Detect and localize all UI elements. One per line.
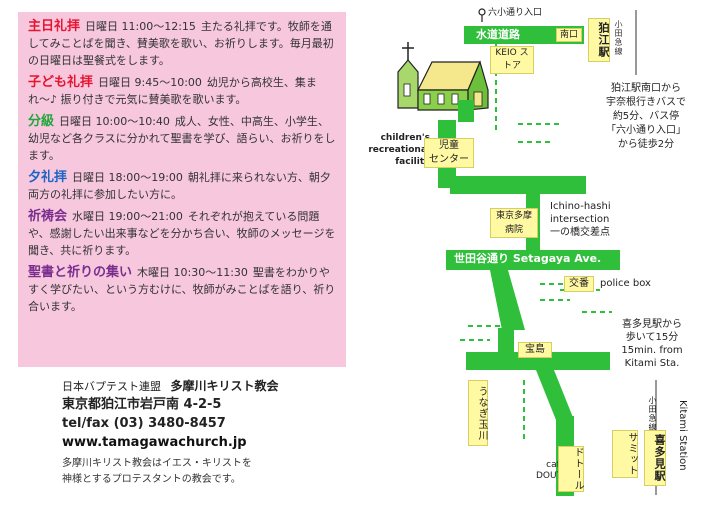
kitami-station-jp: 喜多見駅	[644, 430, 666, 486]
road-setagaya	[446, 250, 620, 270]
bus-note-4: 「六小通り入口」	[606, 125, 686, 136]
walk-note-3: 15min. from	[621, 345, 683, 356]
road-suido	[464, 26, 584, 44]
address: 東京都狛江市岩戸南 4-2-5	[62, 397, 222, 412]
service-time: 日曜日 11:00〜12:15	[85, 20, 196, 33]
org-line: 日本バプテスト連盟 多摩川キリスト教会	[62, 378, 352, 395]
bus-note-1: 狛江駅南口から	[611, 83, 681, 94]
service-time: 日曜日 10:00〜10:40	[59, 115, 170, 128]
setagaya-label: 世田谷通り Setagaya Ave.	[454, 252, 602, 265]
bus-note-2: 宇奈根行きバスで	[606, 97, 686, 108]
service-description: 朝礼拝に来られない方、朝夕両方の礼拝に参加したい方に。	[28, 171, 331, 201]
minami-guchi-label: 南口	[556, 28, 582, 42]
bus-note-5: から徒歩2分	[617, 139, 675, 150]
service-description: 聖書をわかりやすく学びたい、という方むけに、牧師がみことばを語り、祈り合います。	[28, 266, 336, 313]
childrens-en-1: children's	[380, 133, 430, 143]
road-suido-label: 水道道路	[476, 28, 520, 41]
service-description: それぞれが抱えている問題や、感謝したい出来事などを分かち合い、牧師のメッセージを…	[28, 210, 336, 257]
kitami-odakyu-label: 小田急線	[648, 396, 657, 432]
service-name: 聖書と祈りの集い	[28, 265, 133, 280]
tel-fax: tel/fax (03) 3480-8457	[62, 416, 226, 431]
bus-note: 狛江駅南口から 宇奈根行きバスで 約5分、バス停 「六小通り入口」 から徒歩2分	[596, 82, 696, 152]
website-link[interactable]: www.tamagawachurch.jp	[62, 435, 247, 450]
walk-note-1: 喜多見駅から	[622, 319, 682, 330]
childrens-en-2: recreational	[368, 145, 430, 155]
service-name: 夕礼拝	[28, 170, 68, 185]
koban-label: 交番	[564, 276, 594, 292]
ichino-jp: 一の橋交差点	[550, 227, 610, 238]
kitami-station-en: Kitami Station	[677, 400, 688, 471]
walk-note-4: Kitami Sta.	[624, 358, 680, 369]
walk-note: 喜多見駅から 歩いて15分 15min. from Kitami Sta.	[612, 318, 692, 370]
service-name: 主日礼拝	[28, 19, 81, 34]
service-name: 分級	[28, 114, 55, 129]
ichino-en-2: intersection	[550, 214, 610, 225]
church-name: 多摩川キリスト教会	[170, 379, 279, 393]
hospital-label: 東京多摩 病院	[490, 208, 538, 238]
unagi-label: うなぎ玉川	[468, 380, 488, 446]
road-diag-lower	[490, 270, 525, 330]
childrens-en-3: facility	[395, 157, 430, 167]
childrens-center-en: children's recreational facility	[356, 132, 430, 168]
odakyu-line-label: 小田急線	[614, 20, 623, 56]
bus-stop-label: 六小通り入口	[488, 8, 543, 18]
road-junction	[498, 328, 514, 368]
summit-label: サミット	[612, 430, 638, 478]
dotoru-label: ドトール	[558, 446, 584, 492]
service-description: 幼児から高校生、集まれ〜♪ 振り付きで元気に賛美歌を歌います。	[28, 76, 317, 106]
service-name: 祈祷会	[28, 209, 68, 224]
service-name: 子ども礼拝	[28, 75, 94, 90]
ichino-en-1: Ichino-hashi	[550, 201, 611, 212]
bus-stop-pin-icon	[478, 8, 486, 22]
bus-note-3: 約5分、バス停	[612, 111, 680, 122]
cafe-label: cafe DOUTOR	[536, 460, 575, 482]
police-box-label: police box	[600, 278, 651, 289]
road-mid-horizontal	[450, 176, 586, 194]
service-description: 主たる礼拝です。牧師を通してみことばを聞き、賛美歌を歌い、お祈りします。毎月最初…	[28, 20, 334, 67]
church-illustration	[397, 42, 489, 111]
service-time: 日曜日 9:45〜10:00	[98, 76, 202, 89]
service-time: 水曜日 19:00〜21:00	[72, 210, 183, 223]
childrens-center-jp: 児童 センター	[424, 138, 474, 168]
road-diag-south	[536, 370, 574, 420]
service-time: 日曜日 18:00〜19:00	[72, 171, 183, 184]
road-top-link	[458, 100, 474, 122]
keio-store-label: KEIO ストア	[490, 46, 534, 74]
access-map: 六小通り入口 水道道路 南口 狛江駅 小田急線 KEIO ストア 狛江駅南口から…	[350, 0, 702, 505]
cafe-1: cafe	[546, 460, 566, 470]
childrens-jp-2: センター	[429, 154, 469, 165]
ichinohashi-label: Ichino-hashi intersection 一の橋交差点	[550, 200, 611, 239]
org-name: 日本バプテスト連盟	[62, 380, 161, 393]
cafe-2: DOUTOR	[536, 471, 576, 481]
service-description: 成人、女性、中高生、小学生、幼児など各クラスに分かれて聖書を学び、語らい、お祈り…	[28, 115, 336, 162]
komae-station-label: 狛江駅	[588, 18, 610, 62]
childrens-jp-1: 児童	[439, 140, 459, 151]
hospital-2: 病院	[504, 225, 523, 235]
church-info: 日本バプテスト連盟 多摩川キリスト教会 東京都狛江市岩戸南 4-2-5 tel/…	[62, 378, 352, 488]
walk-note-2: 歩いて15分	[625, 332, 679, 343]
takarajima-label: 宝島	[518, 342, 552, 358]
note-line-1: 多摩川キリスト教会はイエス・キリストを	[62, 458, 252, 469]
service-time: 木曜日 10:30〜11:30	[137, 266, 248, 279]
hospital-1: 東京多摩	[495, 211, 532, 221]
note-line-2: 神様とするプロテスタントの教会です。	[62, 474, 241, 485]
